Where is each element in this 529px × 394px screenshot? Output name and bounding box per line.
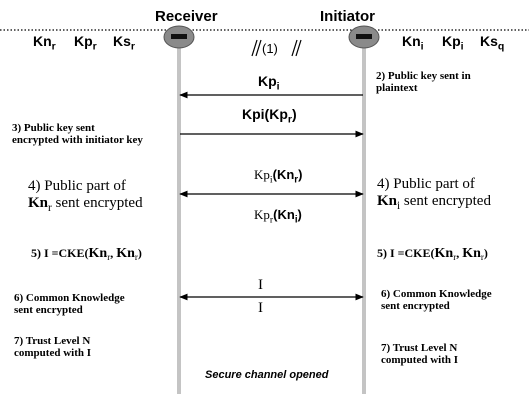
receiver-key-ks: Ksr <box>113 33 135 53</box>
receiver-title: Receiver <box>155 8 218 25</box>
note-step-5-receiver: 5) I =CKE(Knr, Knr) <box>31 246 142 263</box>
separator-label: (1) <box>262 41 278 56</box>
initiator-title: Initiator <box>320 8 375 25</box>
note-step-4-receiver: 4) Public part of Knr sent encrypted <box>28 178 143 214</box>
secure-channel-label: Secure channel opened <box>205 369 329 381</box>
receiver-key-kn: Knr <box>33 33 56 53</box>
message-kp-initiator: Kpi <box>258 73 280 93</box>
message-kpr-kni: Kpr(Kni) <box>254 207 302 226</box>
message-common-lower: I <box>258 300 263 316</box>
message-common-upper: I <box>258 277 263 293</box>
receiver-key-kp: Kpr <box>74 33 97 53</box>
initiator-node-icon <box>348 25 380 49</box>
note-step-4-initiator: 4) Public part of Kni sent encrypted <box>377 176 491 212</box>
initiator-key-ks: Ksq <box>480 33 505 53</box>
initiator-key-kp: Kpi <box>442 33 464 53</box>
note-step-5-initiator: 5) I =CKE(Knr, Knr) <box>377 246 488 263</box>
message-kp-encrypted: Kpi(Kpr) <box>242 106 297 126</box>
message-kpi-knr: Kpi(Knr) <box>254 167 303 186</box>
initiator-key-kn: Kni <box>402 33 424 53</box>
receiver-node-icon <box>163 25 195 49</box>
break-slashes-icon <box>251 39 302 57</box>
